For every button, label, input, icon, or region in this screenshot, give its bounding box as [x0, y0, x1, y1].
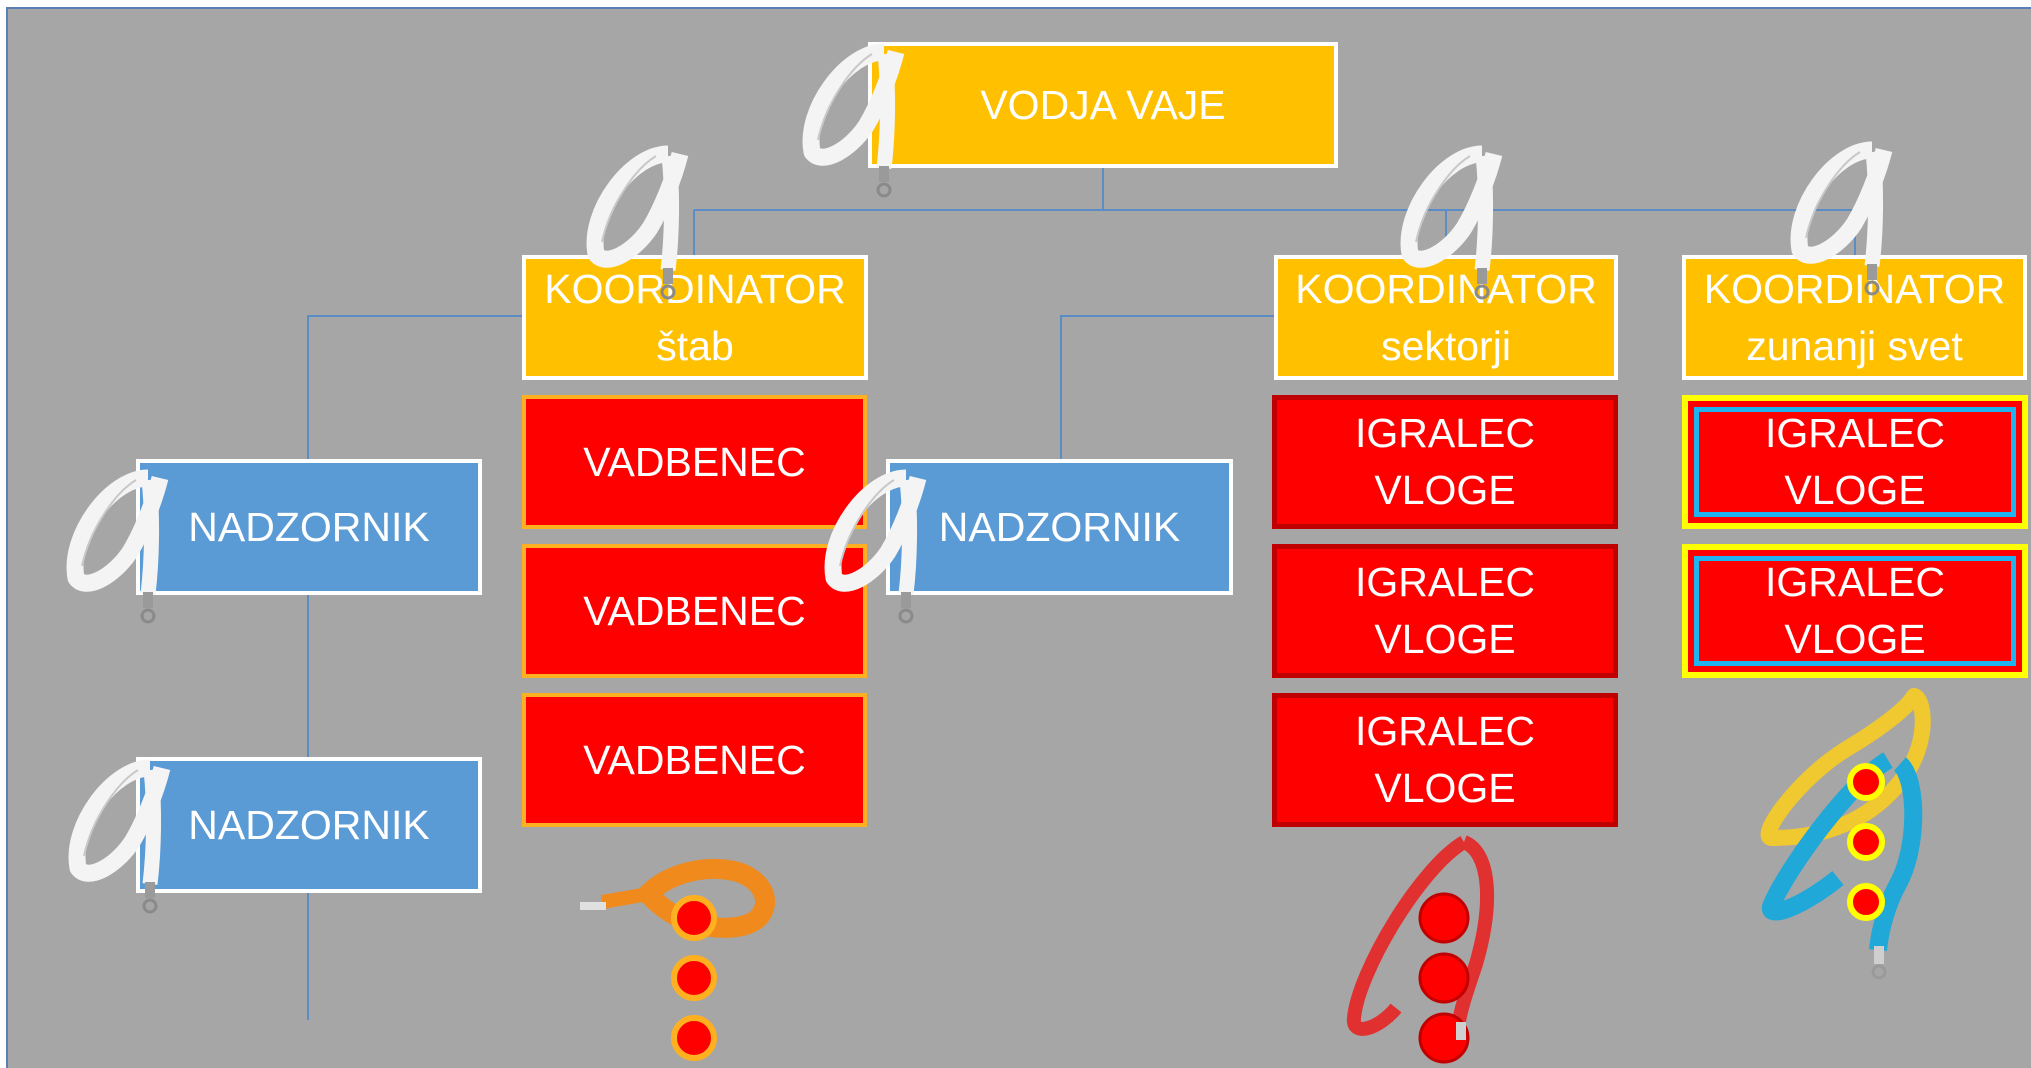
role-player-line1: IGRALEC [1355, 559, 1535, 605]
role-player-line1: IGRALEC [1355, 708, 1535, 754]
root-box: VODJA VAJE [868, 42, 1338, 168]
coordinator-outside-box: KOORDINATOR zunanji svet [1682, 255, 2027, 380]
coordinator-staff-title: KOORDINATOR [544, 265, 846, 312]
supervisor-box-sectors: NADZORNIK [886, 459, 1233, 595]
trainee-label: VADBENEC [583, 736, 806, 783]
coordinator-outside-subtitle: zunanji svet [1746, 322, 1963, 369]
role-player-line2: VLOGE [1374, 616, 1516, 662]
coordinator-sectors-subtitle: sektorji [1381, 322, 1511, 369]
trainee-label: VADBENEC [583, 587, 806, 634]
trainee-box: VADBENEC [522, 544, 867, 678]
supervisor-box-staff-1: NADZORNIK [136, 459, 482, 595]
role-player-line1: IGRALEC [1355, 410, 1535, 456]
trainee-box: VADBENEC [522, 693, 867, 827]
coordinator-sectors-box: KOORDINATOR sektorji [1274, 255, 1618, 380]
role-player-line2: VLOGE [1784, 616, 1926, 662]
role-player-line1: IGRALEC [1765, 559, 1945, 605]
role-player-line1: IGRALEC [1765, 410, 1945, 456]
connector-staff-to-supervisor [307, 315, 522, 462]
supervisor-label: NADZORNIK [188, 503, 430, 550]
role-player-outside-box: IGRALEC VLOGE [1682, 544, 2028, 678]
role-player-sectors-box: IGRALEC VLOGE [1272, 544, 1618, 678]
supervisor-box-staff-2: NADZORNIK [136, 757, 482, 893]
coordinator-staff-box: KOORDINATOR štab [522, 255, 868, 380]
coordinator-outside-title: KOORDINATOR [1703, 265, 2006, 312]
trainee-box: VADBENEC [522, 395, 867, 529]
role-player-sectors-box: IGRALEC VLOGE [1272, 693, 1618, 827]
role-player-outside-box: IGRALEC VLOGE [1682, 395, 2028, 529]
role-player-line2: VLOGE [1784, 467, 1926, 513]
supervisor-label: NADZORNIK [188, 801, 430, 848]
supervisor-label: NADZORNIK [938, 503, 1181, 550]
role-player-line2: VLOGE [1374, 765, 1516, 811]
role-player-sectors-box: IGRALEC VLOGE [1272, 395, 1618, 529]
coordinator-staff-subtitle: štab [656, 322, 734, 369]
connector-sectors-to-supervisor [1060, 315, 1274, 462]
trainee-label: VADBENEC [583, 438, 806, 485]
role-player-line2: VLOGE [1374, 467, 1516, 513]
coordinator-sectors-title: KOORDINATOR [1295, 265, 1597, 312]
root-label: VODJA VAJE [980, 81, 1226, 128]
